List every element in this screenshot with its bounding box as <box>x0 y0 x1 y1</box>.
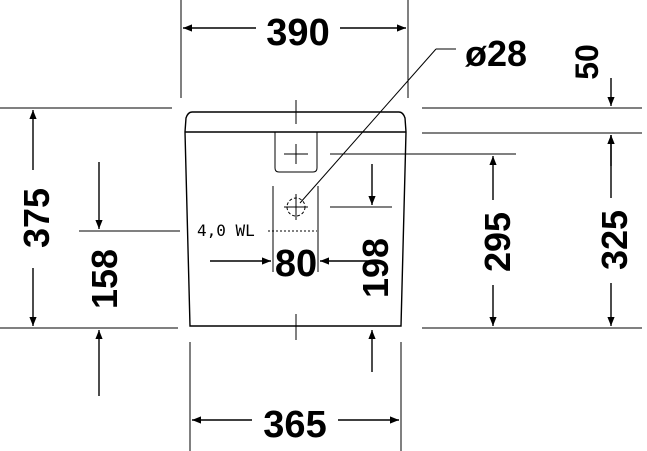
cistern-outline <box>184 100 407 340</box>
label-hole-offset: 80 <box>275 243 317 285</box>
label-water-level: 4,0 WL <box>197 221 255 240</box>
dimension-water-level-height: 158 <box>79 162 180 396</box>
label-top-offset: 50 <box>569 44 605 80</box>
dimension-inner-height-a: 295 <box>330 153 642 329</box>
dimension-hole-height: 198 <box>330 164 396 372</box>
label-inner-height-b: 325 <box>594 210 635 270</box>
label-diameter: ø28 <box>465 33 527 74</box>
dimension-inner-height-b: 325 <box>594 135 635 326</box>
label-inner-height-a: 295 <box>477 212 518 272</box>
dimension-overall-height: 375 <box>0 107 178 329</box>
label-top-width: 390 <box>266 12 329 54</box>
dimension-bottom-width: 365 <box>189 342 402 451</box>
dimension-hole-offset: 80 <box>210 186 372 285</box>
label-overall-height: 375 <box>16 188 57 248</box>
label-water-level-height: 158 <box>84 249 125 309</box>
dimension-top-width: 390 <box>180 0 409 98</box>
label-hole-height: 198 <box>355 238 396 298</box>
label-bottom-width: 365 <box>263 404 326 446</box>
inlet-hole <box>284 194 308 220</box>
dimension-diameter: ø28 <box>299 33 527 204</box>
dimension-top-offset: 50 <box>422 44 642 166</box>
